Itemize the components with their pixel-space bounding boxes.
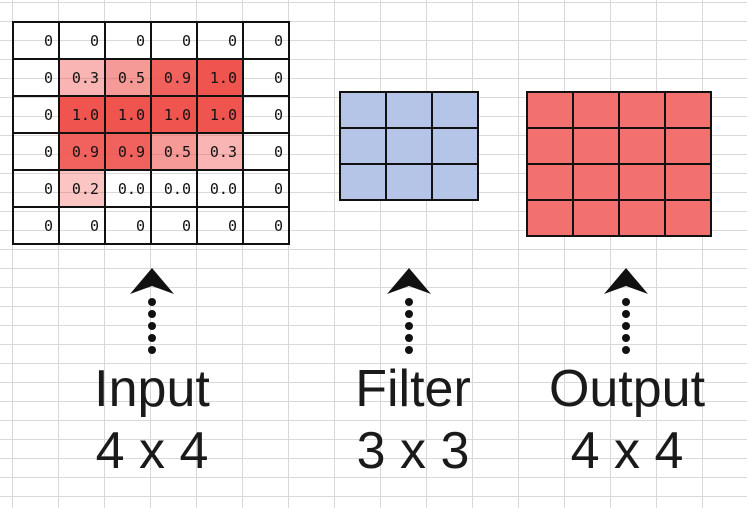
- input-cell: 1.0: [152, 97, 198, 134]
- input-cell: 1.0: [198, 60, 244, 97]
- filter-up-arrow-icon: [387, 268, 431, 354]
- output-title: Output: [548, 360, 706, 418]
- output-cell: [574, 129, 620, 165]
- input-up-arrow-icon: [130, 268, 174, 354]
- input-caption: Input 4 x 4: [42, 358, 262, 482]
- input-cell: 0: [244, 171, 290, 208]
- filter-cell: [387, 93, 433, 129]
- input-cell: 0: [14, 97, 60, 134]
- input-size: 4 x 4: [95, 422, 209, 480]
- filter-cell: [341, 129, 387, 165]
- output-cell: [620, 201, 666, 237]
- input-cell: 0: [14, 60, 60, 97]
- output-cell: [620, 93, 666, 129]
- filter-cell: [433, 165, 479, 201]
- filter-matrix: [339, 91, 479, 201]
- input-cell: 0: [244, 23, 290, 60]
- input-cell: 0: [152, 23, 198, 60]
- filter-cell: [433, 93, 479, 129]
- input-cell: 1.0: [106, 97, 152, 134]
- output-cell: [620, 165, 666, 201]
- input-cell: 0: [14, 171, 60, 208]
- output-cell: [528, 129, 574, 165]
- input-cell: 0: [244, 134, 290, 171]
- output-up-arrow-icon: [604, 268, 648, 354]
- input-title: Input: [94, 360, 210, 418]
- output-cell: [666, 201, 712, 237]
- output-cell: [528, 165, 574, 201]
- input-cell: 0: [198, 23, 244, 60]
- input-cell: 0: [244, 208, 290, 245]
- input-cell: 0: [14, 23, 60, 60]
- filter-cell: [341, 165, 387, 201]
- input-cell: 0: [14, 134, 60, 171]
- input-cell: 0: [60, 23, 106, 60]
- output-cell: [574, 165, 620, 201]
- input-cell: 0.9: [60, 134, 106, 171]
- filter-cell: [387, 165, 433, 201]
- filter-title: Filter: [355, 360, 471, 418]
- input-cell: 0.0: [106, 171, 152, 208]
- output-cell: [528, 201, 574, 237]
- input-cell: 0.5: [152, 134, 198, 171]
- filter-cell: [387, 129, 433, 165]
- filter-caption: Filter 3 x 3: [303, 358, 523, 482]
- input-cell: 0: [152, 208, 198, 245]
- input-cell: 0: [14, 208, 60, 245]
- output-matrix: [526, 91, 712, 237]
- output-cell: [528, 93, 574, 129]
- input-cell: 0.9: [152, 60, 198, 97]
- output-cell: [574, 93, 620, 129]
- filter-size: 3 x 3: [356, 422, 470, 480]
- output-cell: [620, 129, 666, 165]
- input-cell: 0: [244, 97, 290, 134]
- input-cell: 0.0: [152, 171, 198, 208]
- input-cell: 0.9: [106, 134, 152, 171]
- output-cell: [666, 129, 712, 165]
- output-caption: Output 4 x 4: [517, 358, 737, 482]
- output-cell: [666, 93, 712, 129]
- input-cell: 1.0: [198, 97, 244, 134]
- filter-cell: [341, 93, 387, 129]
- input-cell: 0.0: [198, 171, 244, 208]
- input-cell: 0: [60, 208, 106, 245]
- input-cell: 0: [244, 60, 290, 97]
- input-cell: 1.0: [60, 97, 106, 134]
- output-size: 4 x 4: [570, 422, 684, 480]
- input-cell: 0: [198, 208, 244, 245]
- input-cell: 0: [106, 23, 152, 60]
- input-cell: 0.3: [198, 134, 244, 171]
- input-cell: 0.2: [60, 171, 106, 208]
- filter-cell: [433, 129, 479, 165]
- input-cell: 0.5: [106, 60, 152, 97]
- output-cell: [666, 165, 712, 201]
- output-cell: [574, 201, 620, 237]
- input-cell: 0.3: [60, 60, 106, 97]
- input-cell: 0: [106, 208, 152, 245]
